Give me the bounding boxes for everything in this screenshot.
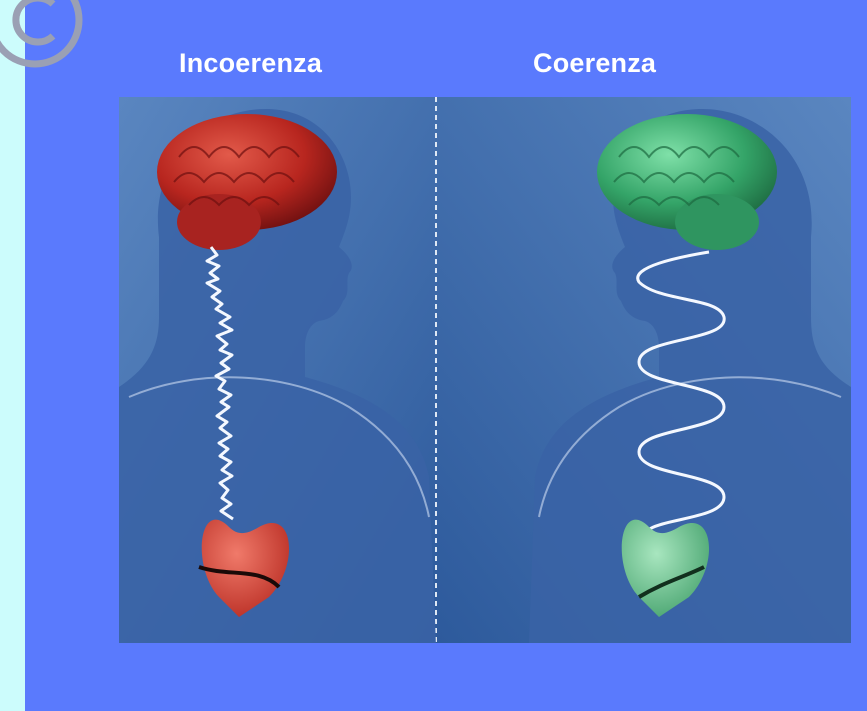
left-margin-strip [0,0,25,711]
heart-brain-illustration [119,97,851,643]
heading-incoherence: Incoerenza [179,48,322,79]
heading-coherence: Coerenza [533,48,656,79]
slide-panel: Incoerenza Coerenza [25,0,867,711]
circle-c-logo-icon [0,0,85,70]
